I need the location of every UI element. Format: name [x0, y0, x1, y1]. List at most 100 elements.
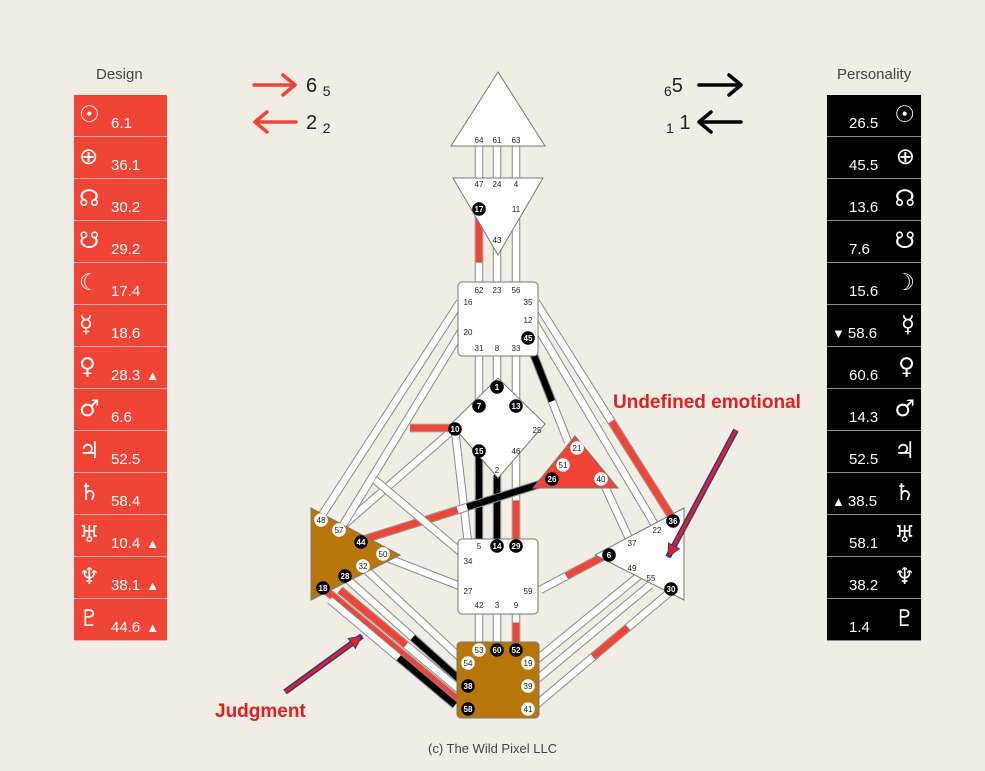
- svg-text:62: 62: [475, 286, 484, 295]
- emotional-arrow-icon: [665, 428, 739, 559]
- personality-value-text: 52.5: [849, 451, 879, 468]
- design-value-text: 6.1: [111, 115, 132, 132]
- design-value-text: 58.4: [111, 493, 141, 510]
- channel-28-38b: [337, 586, 463, 694]
- svg-text:2: 2: [495, 466, 500, 475]
- gate-18: 18: [316, 581, 330, 595]
- design-row-north-node: ☊30.2: [74, 179, 167, 221]
- svg-text:12: 12: [524, 316, 533, 325]
- fixing-mark-icon: ▲: [146, 578, 160, 593]
- gate-20: 20: [464, 328, 473, 337]
- center-sacral: [457, 538, 539, 615]
- gate-34: 34: [464, 557, 473, 566]
- channel-45-21: [524, 338, 572, 444]
- svg-text:23: 23: [493, 286, 502, 295]
- svg-text:29: 29: [512, 542, 521, 551]
- personality-row-south-node: ☋7.6: [827, 221, 921, 263]
- personality-value-text: 58.6: [847, 325, 878, 342]
- personality-value-text: 38.5: [847, 493, 878, 510]
- personality-value-text: 7.6: [849, 241, 870, 258]
- gate-1: 1: [490, 380, 504, 394]
- design-panel: ☉6.1⊕36.1☊30.2☋29.2☾17.4☿18.6♀28.3▲♂6.6♃…: [74, 95, 167, 641]
- svg-text:25: 25: [533, 426, 542, 435]
- north-node-icon: ☊: [79, 186, 100, 212]
- svg-text:58: 58: [464, 705, 473, 714]
- annotation-judgment: Judgment: [215, 701, 306, 722]
- design-bottom-variable: 2 2: [306, 112, 331, 136]
- sun-icon: ☉: [79, 102, 100, 128]
- design-row-neptune: ♆ 38.1▲: [74, 557, 167, 599]
- svg-text:36: 36: [669, 517, 678, 526]
- svg-text:13: 13: [512, 402, 521, 411]
- svg-text:41: 41: [524, 705, 533, 714]
- gate-24: 24: [493, 180, 502, 189]
- design-value: 6.6: [111, 409, 132, 426]
- personality-value-text: 60.6: [849, 367, 879, 384]
- channel-19-49: [527, 571, 643, 669]
- svg-text:40: 40: [597, 475, 606, 484]
- design-value-text: 10.4: [111, 535, 141, 552]
- svg-text:1: 1: [495, 383, 500, 392]
- personality-row-mars: ♂14.3: [827, 389, 921, 431]
- svg-text:18: 18: [319, 584, 328, 593]
- svg-text:15: 15: [475, 447, 484, 456]
- gate-36: 36: [666, 514, 680, 528]
- gate-59: 59: [524, 587, 533, 596]
- personality-row-neptune: ♆38.2: [827, 557, 921, 599]
- gate-47: 47: [475, 180, 484, 189]
- design-value: 29.2: [111, 241, 140, 258]
- gate-16: 16: [464, 298, 473, 307]
- neptune-icon: ♆: [79, 564, 100, 590]
- svg-text:48: 48: [317, 516, 326, 525]
- sun-icon: ☉: [894, 102, 915, 128]
- gate-22: 22: [653, 526, 662, 535]
- gate-63: 63: [512, 136, 521, 145]
- gate-11: 11: [512, 205, 521, 214]
- gate-45: 45: [521, 331, 535, 345]
- design-value-text: 6.6: [111, 409, 132, 426]
- north-node-icon: ☊: [894, 186, 915, 212]
- copyright-footer: (c) The Wild Pixel LLC: [428, 741, 558, 756]
- personality-value: 1.4: [849, 619, 870, 636]
- venus-icon: ♀: [898, 354, 915, 380]
- svg-text:50: 50: [379, 550, 388, 559]
- svg-text:27: 27: [464, 587, 473, 596]
- gate-14: 14: [490, 539, 504, 553]
- moon-icon: ☽: [894, 270, 915, 296]
- gate-2: 2: [495, 466, 500, 475]
- svg-text:16: 16: [464, 298, 473, 307]
- personality-row-jupiter: ♃52.5: [827, 431, 921, 473]
- svg-text:10: 10: [451, 425, 460, 434]
- gate-9: 9: [514, 601, 519, 610]
- gate-31: 31: [475, 344, 484, 353]
- personality-value: 15.6: [849, 283, 878, 300]
- personality-value-text: 45.5: [849, 157, 879, 174]
- personality-value-text: 15.6: [849, 283, 879, 300]
- gate-43: 43: [493, 236, 502, 245]
- gate-41: 41: [521, 702, 535, 716]
- earth-icon: ⊕: [79, 144, 99, 170]
- jupiter-icon: ♃: [79, 438, 100, 464]
- gate-49: 49: [628, 564, 637, 573]
- channel-32-54: [360, 563, 471, 669]
- personality-value-text: 14.3: [849, 409, 879, 426]
- personality-value: 14.3: [849, 409, 878, 426]
- gate-25: 25: [533, 426, 542, 435]
- svg-text:43: 43: [493, 236, 502, 245]
- venus-icon: ♀: [79, 354, 96, 380]
- design-value: 44.6▲: [111, 619, 159, 636]
- gate-54: 54: [461, 656, 475, 670]
- personality-value: 38.2: [849, 577, 878, 594]
- personality-value: 7.6: [849, 241, 870, 258]
- design-row-mars: ♂ 6.6: [74, 389, 167, 431]
- mars-icon: ♂: [79, 396, 100, 422]
- gate-28: 28: [338, 569, 352, 583]
- channel-35-36: [532, 299, 677, 522]
- design-value: 38.1▲: [111, 577, 159, 594]
- svg-text:31: 31: [475, 344, 484, 353]
- svg-text:39: 39: [524, 682, 533, 691]
- svg-text:51: 51: [559, 461, 568, 470]
- personality-value-text: 58.1: [849, 535, 879, 552]
- svg-text:19: 19: [524, 659, 533, 668]
- gate-37: 37: [628, 539, 637, 548]
